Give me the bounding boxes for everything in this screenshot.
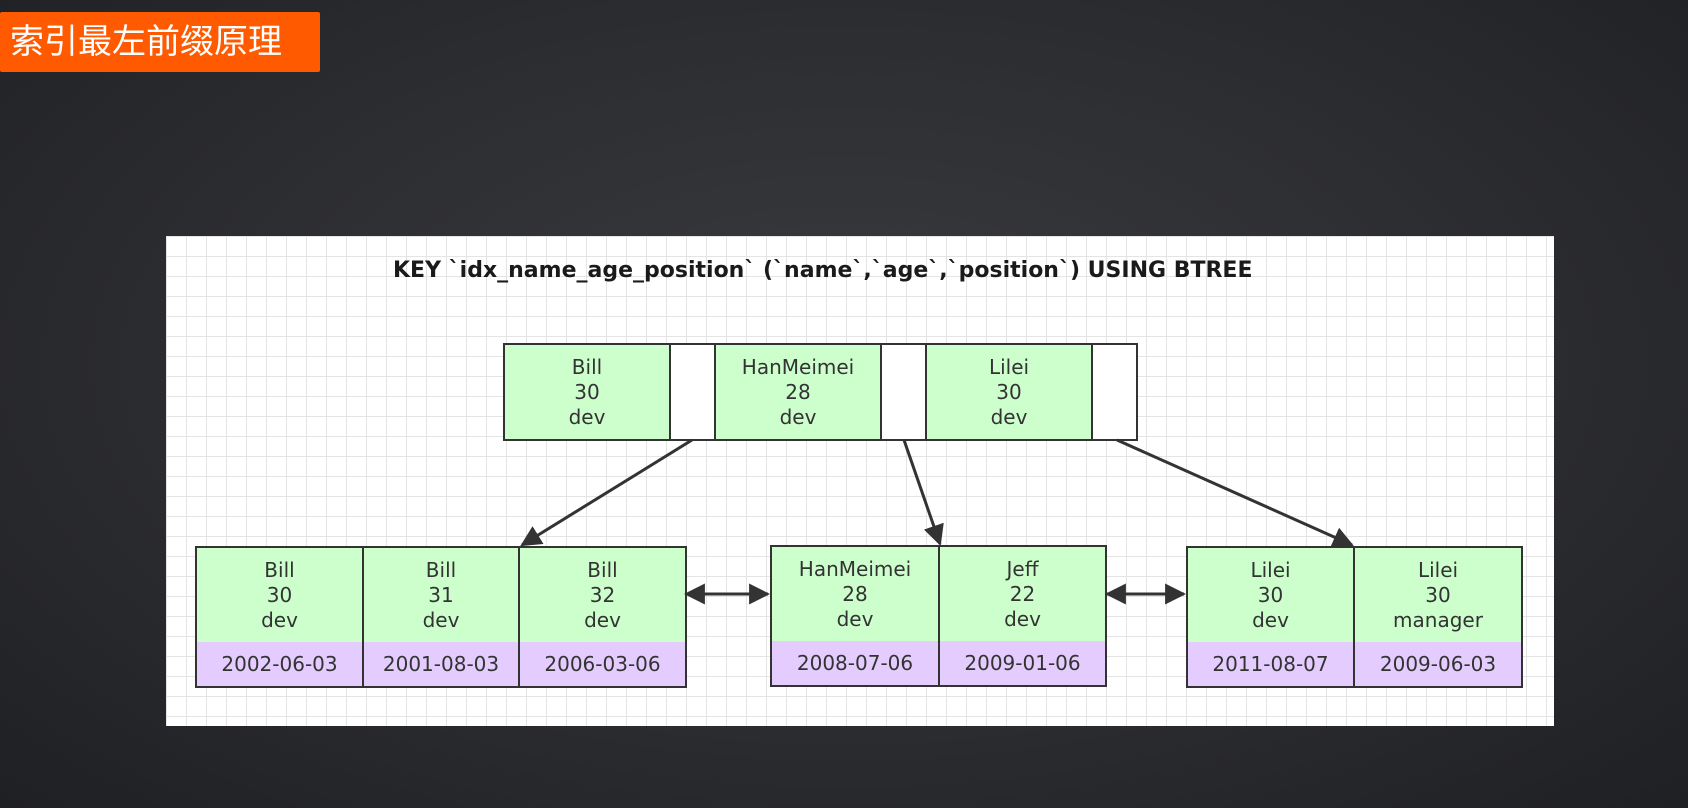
root-node: Bill 30 dev HanMeimei 28 dev Lilei 30 de… bbox=[503, 343, 1138, 441]
leaf-node-2: HanMeimei 28 dev 2008-07-06 Jeff 22 dev … bbox=[770, 545, 1107, 687]
pointer-arrows bbox=[520, 438, 1354, 605]
child-pointer-arrow bbox=[520, 438, 693, 547]
position-value: dev bbox=[779, 404, 817, 429]
age-value: 30 bbox=[266, 582, 293, 607]
leaf-entry: Lilei 30 dev 2011-08-07 bbox=[1186, 546, 1355, 688]
name-value: Bill bbox=[264, 557, 295, 582]
age-value: 30 bbox=[996, 379, 1022, 404]
age-value: 28 bbox=[842, 581, 868, 606]
position-value: dev bbox=[1004, 606, 1041, 631]
name-value: Bill bbox=[587, 557, 618, 582]
position-value: dev bbox=[261, 607, 298, 632]
index-key: Bill 32 dev bbox=[520, 548, 685, 644]
position-value: dev bbox=[990, 404, 1028, 429]
row-data: 2009-01-06 bbox=[940, 641, 1105, 685]
row-data: 2006-03-06 bbox=[520, 642, 685, 686]
row-data: 2002-06-03 bbox=[197, 642, 362, 686]
leaf-node-1: Bill 30 dev 2002-06-03 Bill 31 dev 2001-… bbox=[195, 546, 687, 688]
leaf-entry: HanMeimei 28 dev 2008-07-06 bbox=[770, 545, 940, 687]
name-value: Bill bbox=[425, 557, 457, 582]
name-value: Lilei bbox=[988, 354, 1030, 379]
name-value: Lilei bbox=[1417, 557, 1459, 582]
position-value: dev bbox=[568, 404, 606, 429]
position-value: dev bbox=[836, 606, 874, 631]
index-key: Bill 30 dev bbox=[505, 345, 669, 439]
leaf-entry: Bill 32 dev 2006-03-06 bbox=[518, 546, 687, 688]
position-value: dev bbox=[1252, 607, 1289, 632]
position-value: dev bbox=[584, 607, 621, 632]
age-value: 31 bbox=[428, 582, 454, 607]
name-value: Lilei bbox=[1250, 557, 1291, 582]
row-data: 2008-07-06 bbox=[772, 641, 938, 685]
child-pointer-cell bbox=[1091, 343, 1138, 441]
leaf-node-3: Lilei 30 dev 2011-08-07 Lilei 30 manager… bbox=[1186, 546, 1523, 688]
age-value: 22 bbox=[1009, 581, 1036, 606]
child-pointer-arrow bbox=[902, 439, 944, 546]
leaf-entry: Bill 31 dev 2001-08-03 bbox=[362, 546, 520, 688]
root-key-cell: HanMeimei 28 dev bbox=[714, 343, 882, 441]
child-pointer-arrow bbox=[1116, 438, 1354, 547]
age-value: 28 bbox=[785, 379, 811, 404]
index-key: Bill 31 dev bbox=[364, 548, 518, 644]
position-value: manager bbox=[1393, 607, 1483, 632]
name-value: HanMeimei bbox=[741, 354, 855, 379]
leaf-entry: Jeff 22 dev 2009-01-06 bbox=[938, 545, 1107, 687]
index-key: Lilei 30 dev bbox=[927, 345, 1091, 439]
child-pointer-cell bbox=[669, 343, 716, 441]
row-data: 2009-06-03 bbox=[1355, 642, 1521, 686]
index-key: HanMeimei 28 dev bbox=[716, 345, 880, 439]
age-value: 30 bbox=[1425, 582, 1451, 607]
row-data: 2011-08-07 bbox=[1188, 642, 1353, 686]
index-definition: KEY `idx_name_age_position` (`name`,`age… bbox=[393, 258, 1253, 283]
slide-title: 索引最左前缀原理 bbox=[0, 12, 320, 72]
root-key-cell: Bill 30 dev bbox=[503, 343, 671, 441]
position-value: dev bbox=[422, 607, 460, 632]
leaf-entry: Lilei 30 manager 2009-06-03 bbox=[1353, 546, 1523, 688]
name-value: Jeff bbox=[1006, 556, 1039, 581]
age-value: 30 bbox=[574, 379, 600, 404]
age-value: 32 bbox=[589, 582, 616, 607]
age-value: 30 bbox=[1257, 582, 1284, 607]
row-data: 2001-08-03 bbox=[364, 642, 518, 686]
leaf-entry: Bill 30 dev 2002-06-03 bbox=[195, 546, 364, 688]
root-key-cell: Lilei 30 dev bbox=[925, 343, 1093, 441]
index-key: Lilei 30 manager bbox=[1355, 548, 1521, 644]
name-value: HanMeimei bbox=[798, 556, 912, 581]
name-value: Bill bbox=[571, 354, 603, 379]
btree-diagram: KEY `idx_name_age_position` (`name`,`age… bbox=[166, 236, 1554, 726]
